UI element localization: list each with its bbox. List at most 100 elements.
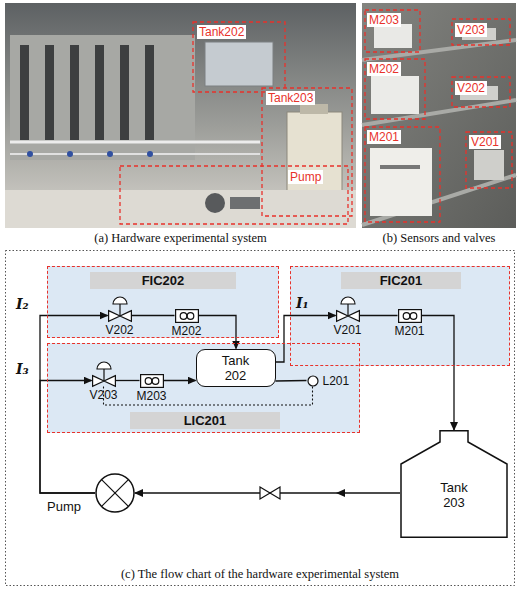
control-valve-symbol bbox=[336, 310, 359, 321]
photo-callout: M202 bbox=[367, 62, 401, 76]
hardware-photo bbox=[70, 45, 79, 140]
hardware-photo bbox=[205, 193, 225, 213]
control-valve-symbol bbox=[108, 310, 131, 321]
node-label: M201 bbox=[394, 325, 424, 337]
photo-highlight-box bbox=[452, 77, 510, 107]
flow-meter-symbol bbox=[180, 312, 187, 319]
pump-symbol bbox=[102, 480, 129, 507]
level-sensor: L201 bbox=[307, 375, 319, 387]
hardware-photo bbox=[5, 3, 356, 228]
control-valve-symbol bbox=[103, 369, 104, 381]
pump-symbol bbox=[102, 480, 129, 507]
photo-highlight-box bbox=[452, 19, 510, 45]
control-valve-symbol bbox=[347, 304, 348, 316]
storage-tank: Tank 203 bbox=[400, 430, 508, 538]
hardware-photo bbox=[20, 45, 29, 140]
hardware-photo bbox=[67, 151, 73, 157]
node-label: M202 bbox=[171, 325, 201, 337]
photo-callout: Tank203 bbox=[266, 91, 315, 105]
flow-meter-symbol bbox=[140, 374, 164, 388]
photo-callout: Tank202 bbox=[197, 25, 246, 39]
pipe-connector bbox=[276, 380, 307, 382]
hardware-photo bbox=[120, 45, 129, 140]
photo-callout: M203 bbox=[367, 13, 401, 27]
flow-meter: M201 bbox=[398, 309, 422, 323]
signal-line bbox=[104, 387, 313, 406]
flow-direction-arrow bbox=[336, 489, 345, 497]
pump-symbol bbox=[96, 474, 134, 512]
figure-caption: (c) The flow chart of the hardware exper… bbox=[5, 567, 515, 582]
outer-dotted-frame bbox=[6, 251, 515, 586]
sensors-photo bbox=[380, 165, 420, 169]
flow-symbol: I₃ bbox=[16, 361, 29, 377]
photo-callout: M201 bbox=[367, 130, 401, 144]
hardware-photo bbox=[45, 45, 54, 140]
figure-caption: (a) Hardware experimental system bbox=[5, 231, 356, 246]
control-valve-symbol bbox=[336, 310, 360, 322]
node-label: Tank 202 bbox=[216, 353, 256, 383]
pipe-connector bbox=[116, 380, 140, 381]
control-loop-group: FIC202V202 M202 bbox=[47, 266, 279, 338]
hardware-photo bbox=[300, 104, 328, 114]
flow-meter-symbol bbox=[187, 312, 194, 319]
flow-meter: M202 bbox=[175, 309, 199, 323]
node-label: M203 bbox=[136, 390, 166, 402]
hardware-photo bbox=[95, 45, 104, 140]
pipe-connector bbox=[40, 381, 95, 494]
photo-callout: Pump bbox=[288, 170, 323, 184]
node-label: L201 bbox=[323, 375, 350, 387]
node-label: V203 bbox=[89, 389, 117, 401]
photo-highlight-box bbox=[365, 127, 440, 222]
hardware-photo bbox=[230, 197, 260, 209]
control-valve-symbol bbox=[92, 375, 116, 387]
sensors-photo bbox=[374, 24, 412, 48]
group-fill bbox=[47, 343, 360, 433]
tank-box: Tank 202 bbox=[196, 349, 276, 387]
photo-callout: V202 bbox=[455, 81, 487, 95]
flow-symbol: I₂ bbox=[16, 296, 29, 312]
node-label: V202 bbox=[105, 324, 133, 336]
hardware-photo bbox=[10, 153, 260, 155]
control-valve-symbol bbox=[108, 310, 132, 322]
group-heading: FIC202 bbox=[90, 272, 236, 289]
control-valve-symbol bbox=[113, 297, 127, 304]
flow-meter-symbol bbox=[152, 377, 159, 384]
pipe-connector bbox=[164, 380, 196, 381]
sensors-photo bbox=[362, 3, 516, 228]
control-valve-symbol bbox=[341, 297, 355, 304]
photo-highlight-box bbox=[120, 166, 348, 224]
hardware-photo bbox=[145, 45, 154, 140]
group-heading: FIC201 bbox=[341, 272, 461, 289]
flow-meter-symbol bbox=[410, 312, 417, 319]
pump: Pump bbox=[95, 473, 135, 513]
photo-callout: V203 bbox=[455, 23, 487, 37]
hardware-photo bbox=[107, 151, 113, 157]
sensors-photo bbox=[474, 150, 504, 180]
control-valve-symbol bbox=[92, 375, 115, 386]
storage-tank-outline bbox=[401, 431, 507, 537]
pump-symbol bbox=[95, 473, 135, 513]
control-valve-symbol bbox=[119, 304, 120, 316]
flow-meter-symbol bbox=[398, 309, 422, 323]
photo-highlight-box bbox=[466, 132, 512, 188]
control-valve: V201 bbox=[336, 310, 360, 322]
flow-meter: M203 bbox=[140, 374, 164, 388]
figure-caption: (b) Sensors and valves bbox=[362, 231, 516, 246]
hardware-photo bbox=[5, 190, 356, 228]
node-label: Pump bbox=[47, 499, 81, 514]
manual-valve-symbol bbox=[260, 487, 270, 499]
photo-callout: V201 bbox=[469, 135, 501, 149]
hardware-photo bbox=[10, 141, 260, 144]
flow-meter-symbol bbox=[140, 374, 163, 387]
group-heading: LIC201 bbox=[130, 412, 280, 429]
control-loop-group: FIC201V201M201 bbox=[290, 266, 510, 366]
pipe-connector bbox=[276, 316, 336, 363]
control-valve: V203 bbox=[92, 375, 116, 387]
flow-symbol: I₁ bbox=[296, 295, 309, 311]
pipe-connector bbox=[422, 316, 455, 431]
hardware-photo bbox=[27, 151, 33, 157]
flow-meter-symbol bbox=[145, 377, 152, 384]
flow-meter-symbol bbox=[175, 309, 199, 323]
hardware-photo bbox=[205, 42, 273, 86]
